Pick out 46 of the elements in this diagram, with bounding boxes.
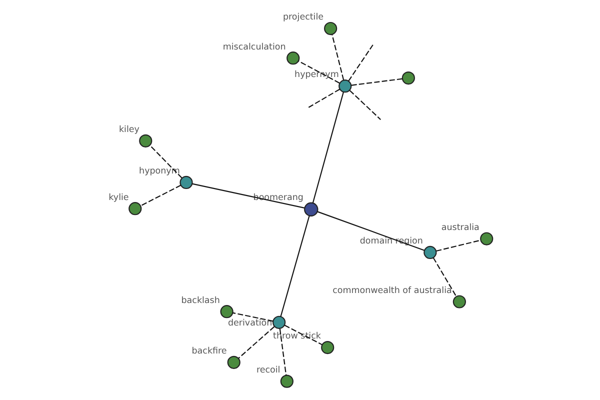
node-label: boomerang <box>252 192 303 203</box>
connector <box>140 184 181 206</box>
node-circle <box>401 71 414 85</box>
node-label: recoil <box>256 365 280 376</box>
node-circle <box>304 202 318 216</box>
connector <box>432 257 456 297</box>
node-label: backfire <box>191 346 226 357</box>
node-circle <box>480 232 493 246</box>
node-label: kylie <box>108 192 128 203</box>
node-circle <box>280 374 293 388</box>
node-label: kiley <box>118 125 139 136</box>
node-label: miscalculation <box>222 42 286 52</box>
node-circle <box>286 52 300 65</box>
connector <box>312 92 344 203</box>
node-circle <box>220 305 233 318</box>
node-circle <box>423 246 436 260</box>
node-circle <box>272 316 286 329</box>
connector <box>348 44 373 82</box>
connector <box>331 34 344 80</box>
connector <box>308 88 340 108</box>
connector <box>192 183 304 208</box>
connector <box>280 216 310 317</box>
node-label: australia <box>440 222 479 233</box>
node-circle <box>179 176 192 190</box>
connector <box>284 324 322 346</box>
node-circle <box>338 80 352 93</box>
node-circle <box>138 134 152 148</box>
node-label: commonwealth of australia <box>332 286 452 296</box>
connector <box>350 78 402 86</box>
node-label: backlash <box>180 296 220 306</box>
node-circle <box>320 340 334 354</box>
connector <box>278 328 286 376</box>
connector <box>316 211 424 251</box>
node-circle <box>226 356 240 369</box>
node-circle <box>324 22 337 36</box>
node-label: projectile <box>282 12 324 23</box>
connector <box>149 145 182 178</box>
connector <box>238 326 274 359</box>
connector <box>232 312 273 322</box>
connector <box>436 240 480 252</box>
node-circle <box>128 202 142 216</box>
connector <box>348 90 380 120</box>
node-label: throw stick <box>272 332 320 342</box>
node-circle <box>452 295 466 308</box>
node-label: hyponym <box>138 166 180 177</box>
node-label: derivation <box>228 318 272 329</box>
